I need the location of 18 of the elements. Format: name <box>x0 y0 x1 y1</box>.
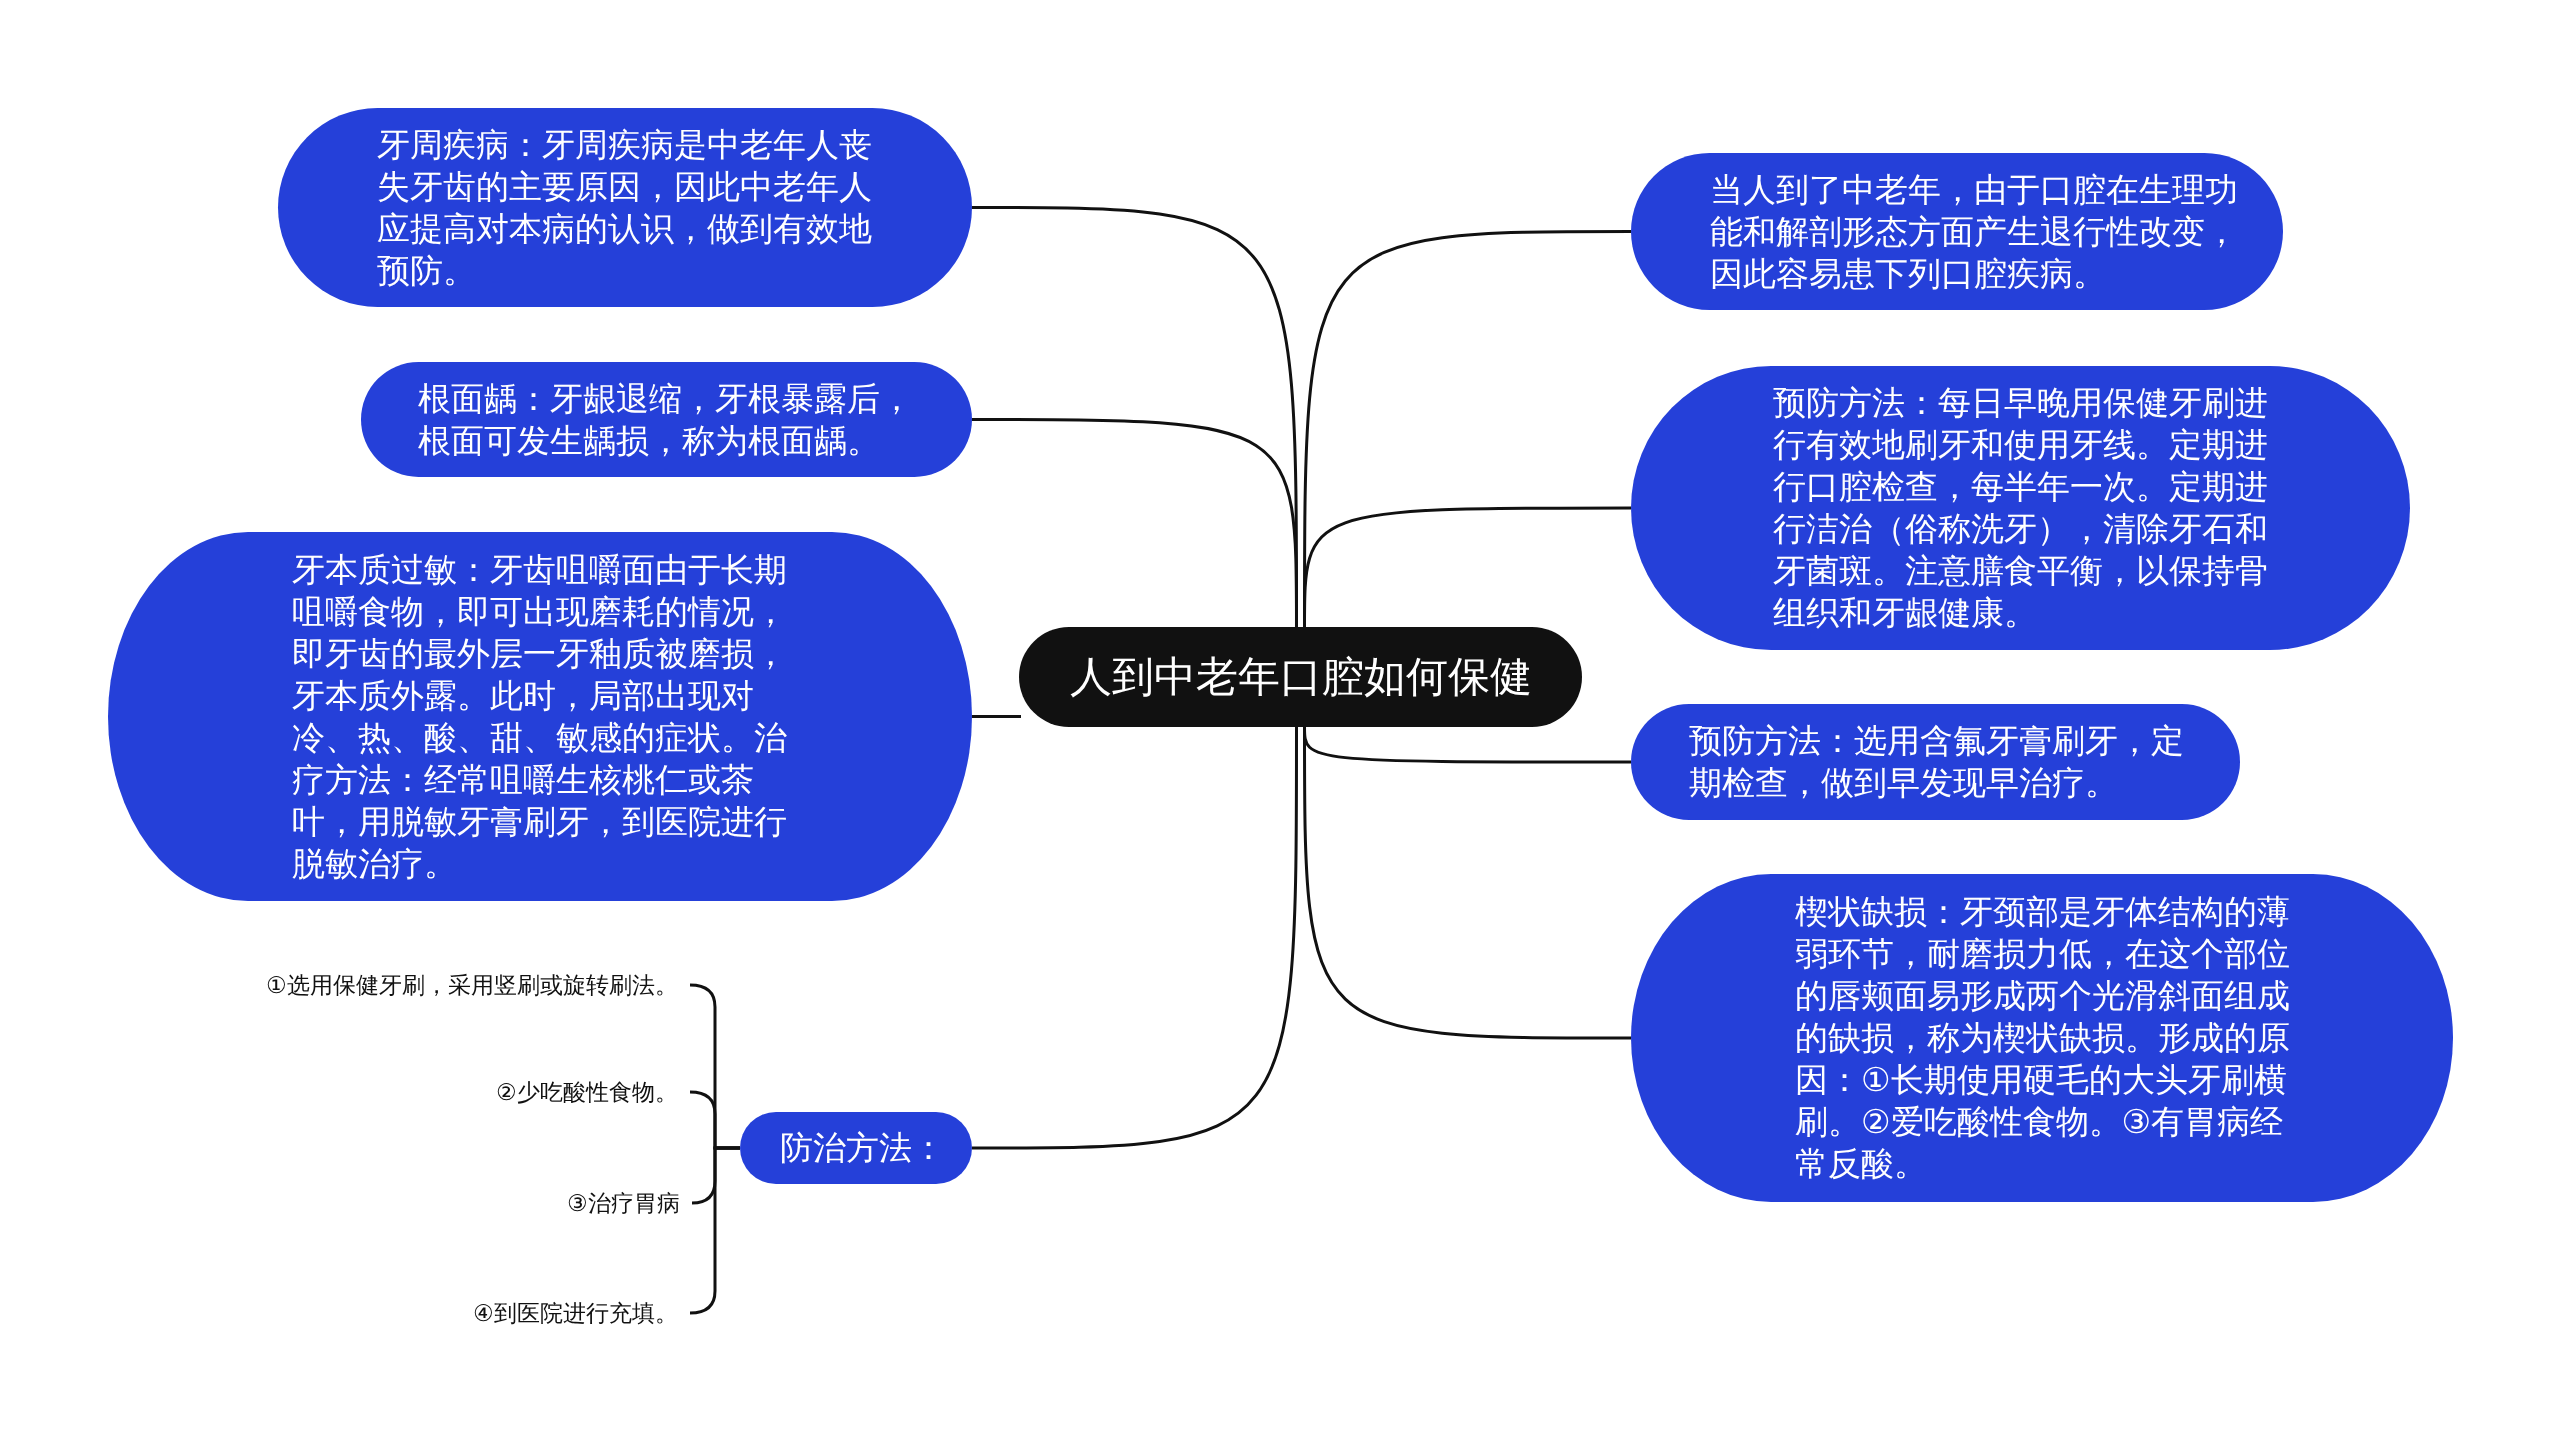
branch-text: ①选用保健牙刷，采用竖刷或旋转刷法。 <box>266 969 678 1001</box>
branch-text: ③治疗胃病 <box>567 1187 680 1219</box>
connector-line <box>1303 506 1631 627</box>
connector-line <box>972 727 1298 1150</box>
connector-line <box>972 418 1298 627</box>
connector-line <box>1303 727 1631 1040</box>
text-bubble: 牙本质过敏：牙齿咀嚼面由于长期咀嚼食物，即可出现磨耗的情况，即牙齿的最外层一牙釉质被磨损，牙本质外露。此时，局部出现对冷、热、酸、甜、敏感的症状。治疗方法：经常咀嚼生核桃仁或茶叶，用脱敏牙膏刷牙，到医院进行脱敏治疗。 <box>108 532 972 901</box>
branch-text: ④到医院进行充填。 <box>473 1297 678 1329</box>
branch-text: ②少吃酸性食物。 <box>496 1076 678 1108</box>
text-bubble: 预防方法：选用含氟牙膏刷牙，定期检查，做到早发现早治疗。 <box>1631 704 2240 820</box>
text-bubble: 当人到了中老年，由于口腔在生理功能和解剖形态方面产生退行性改变，因此容易患下列口腔疾病。 <box>1631 153 2283 310</box>
text-bubble: 楔状缺损：牙颈部是牙体结构的薄弱环节，耐磨损力低，在这个部位的唇颊面易形成两个光滑斜面组成的缺损，称为楔状缺损。形成的原因：①长期使用硬毛的大头牙刷横刷。②爱吃酸性食物。③有胃病经常反酸。 <box>1631 874 2453 1202</box>
central-topic-box: 人到中老年口腔如何保健 <box>1019 627 1582 727</box>
text-bubble: 防治方法： <box>740 1112 972 1184</box>
connector-line <box>972 715 1021 718</box>
text-bubble: 预防方法：每日早晚用保健牙刷进行有效地刷牙和使用牙线。定期进行口腔检查，每半年一次。定期进行洁治（俗称洗牙），清除牙石和牙菌斑。注意膳食平衡，以保持骨组织和牙龈健康。 <box>1631 366 2410 650</box>
text-bubble: 牙周疾病：牙周疾病是中老年人丧失牙齿的主要原因，因此中老年人应提高对本病的认识，做到有效地预防。 <box>278 108 972 307</box>
text-bubble: 根面龋：牙龈退缩，牙根暴露后，根面可发生龋损，称为根面龋。 <box>361 362 972 477</box>
